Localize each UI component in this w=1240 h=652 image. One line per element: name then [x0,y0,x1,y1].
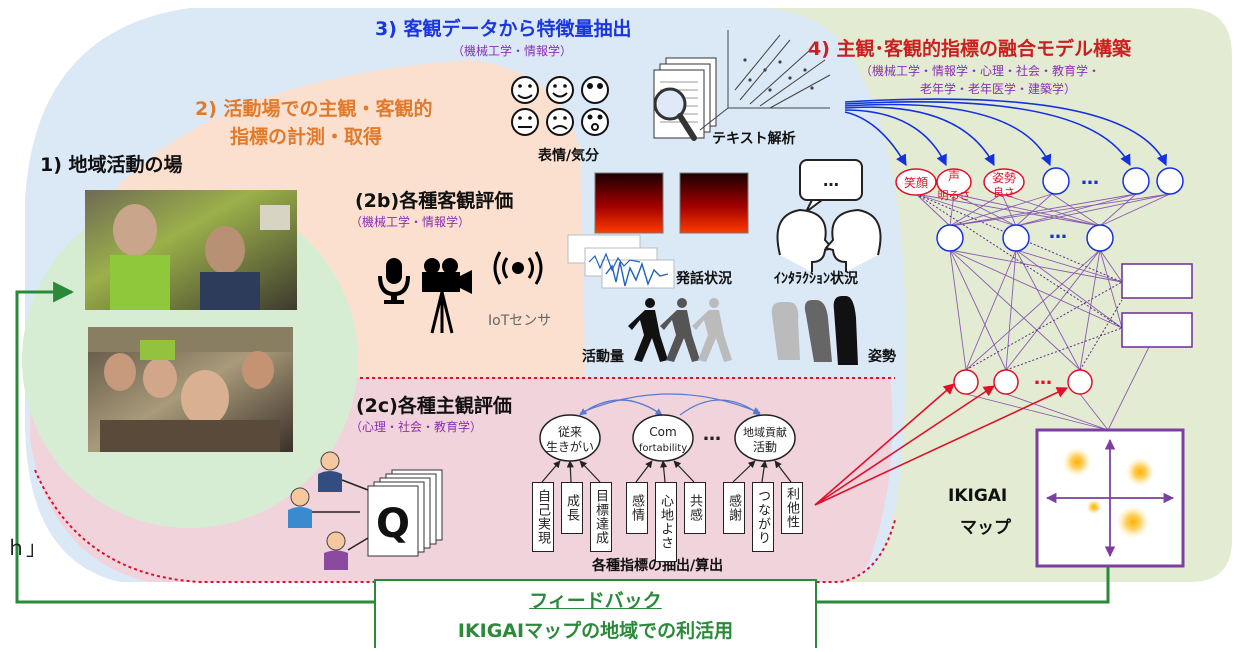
section-2b-field: （機械工学・情報学） [350,215,471,229]
input-node-voice [936,168,972,196]
input-node-voice-label-1: 声 [948,169,960,183]
feedback-loop-line [15,281,1110,604]
activity-photo-2 [88,327,293,452]
feedback-title: フィードバック [529,590,662,612]
text-analysis-label: テキスト解析 [712,131,796,147]
walking-people-icon [628,298,668,362]
section-4-field-line1: （機械工学・情報学・心理・社会・教育学・ [860,64,1101,78]
questionnaire-q-letter: Q [376,501,410,547]
spectrogram-1 [594,172,664,234]
activity-photo-1 [85,190,297,310]
network-blue-nodes [936,167,1184,252]
section-2c-field: （心理・社会・教育学） [350,420,483,434]
item-box-growth: 成長 [561,482,583,534]
ikigai-map-label-line1: IKIGAI [948,486,1008,506]
item-box-emotion: 感情 [626,482,648,534]
factor-3-line2: 活動 [753,440,777,454]
ikigai-map [1035,428,1185,568]
documents-magnifier-icon [653,57,717,141]
item-box-goal-achievement: 目標達成 [590,482,612,552]
posture-icons [771,296,858,365]
factor-2-line1: Com [649,425,676,439]
feature-arrows [844,98,1167,167]
network-input-nodes [895,168,1025,196]
network-output-boxes [1121,263,1193,348]
waveform-icons [567,234,675,289]
factor-1-line2: 生きがい [546,439,594,454]
input-node-voice-label-2: 明るさ [938,189,971,202]
section-4-title: 4) 主観･客観的指標の融合モデル構築 [808,38,1132,60]
questionnaire-stack-icon [367,469,443,557]
factor-ellipsis: … [703,424,721,445]
item-box-empathy: 共感 [684,482,706,534]
interaction-status-label: ｲﾝﾀﾗｸｼｮﾝ状況 [774,271,858,287]
feedback-box: フィードバック IKIGAIマップの地域での利活用 [374,579,817,648]
scatter-plot-icon [699,30,831,131]
network-red-nodes [953,369,1093,395]
speech-bubble-icon: … [799,159,863,213]
interaction-heads-icon [776,208,882,272]
item-box-self-realization: 自己実現 [532,482,554,552]
ikigai-map-label-line2: マップ [960,518,1011,538]
input-node-posture-label-1: 姿勢 [992,170,1016,185]
speech-bubble-text: … [823,171,839,190]
section-2-title-line2: 指標の計測・取得 [230,126,383,148]
input-node-smile-label: 笑顔 [904,175,928,190]
subjective-arrows [814,383,1069,506]
microphone-icon [378,258,410,304]
network-links [915,193,1171,431]
activity-amount-label: 活動量 [582,349,624,365]
section-4-field-line2: 老年学・老年医学・建築学） [920,82,1077,96]
input-node-smile [895,168,937,196]
expression-label: 表情/気分 [538,148,600,164]
factor-1-line1: 従来 [558,425,582,439]
factor-3-line1: 地域貢献 [743,425,787,439]
item-box-gratitude: 感謝 [723,482,745,534]
network-ellipsis-top: … [1081,168,1099,189]
extraction-label: 各種指標の抽出/算出 [592,558,724,574]
network-ellipsis-bottom: … [1034,368,1052,389]
section-1-title: 1) 地域活動の場 [40,154,183,176]
network-ellipsis-middle: … [1049,222,1067,243]
speech-status-label: 発話状況 [676,271,732,287]
iot-sensor-label: IoTセンサ [488,313,552,329]
item-box-connection: つながり [752,482,774,552]
respondent-icons [288,451,369,570]
section-3-title: 3) 客観データから特徴量抽出 [375,18,632,40]
input-node-posture-label-2: 良さ [993,185,1015,199]
item-box-comfort: 心地よさ [655,482,677,562]
scatter-points [743,58,814,92]
factor-2-line2: fortability [639,443,687,454]
cropped-glyph: ｈ」 [6,536,46,560]
spectrogram-2 [679,172,749,234]
video-camera-icon [422,258,472,334]
factor-links [579,393,761,416]
input-node-posture [983,168,1025,196]
section-2c-title: (2c)各種主観評価 [356,395,512,417]
iot-sensor-icon [493,251,543,285]
section-3-field: （機械工学・情報学） [452,44,573,58]
item-to-factor-arrows [541,460,792,483]
section-2b-title: (2b)各種客観評価 [355,190,514,212]
posture-label: 姿勢 [868,349,896,365]
feedback-subtitle: IKIGAIマップの地域での利活用 [457,620,734,642]
item-box-altruism: 利他性 [781,482,803,534]
section-2-title-line1: 2) 活動場での主観・客観的 [195,98,433,120]
